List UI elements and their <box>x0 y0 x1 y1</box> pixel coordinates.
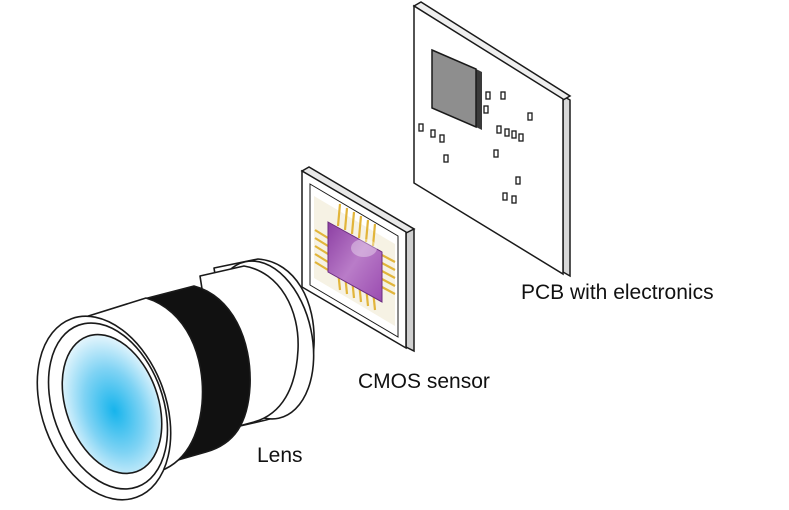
cmos-die-highlight <box>351 239 377 257</box>
pcb-board <box>412 1 572 278</box>
cmos-side-edge <box>405 223 415 353</box>
pcb-chip-shadow <box>476 69 482 130</box>
pcb-label: PCB with electronics <box>521 281 714 304</box>
lens-label: Lens <box>257 444 303 467</box>
lens-assembly <box>36 258 315 501</box>
cmos-sensor-die <box>327 221 383 303</box>
pcb-side-edge <box>562 94 571 278</box>
cmos-sensor-label: CMOS sensor <box>358 370 490 393</box>
pcb-main-chip <box>431 48 477 129</box>
lens-glass-element <box>61 333 163 475</box>
cmos-gold-pins <box>314 203 396 311</box>
pcb-components <box>418 91 533 204</box>
cmos-sensor <box>300 166 416 353</box>
